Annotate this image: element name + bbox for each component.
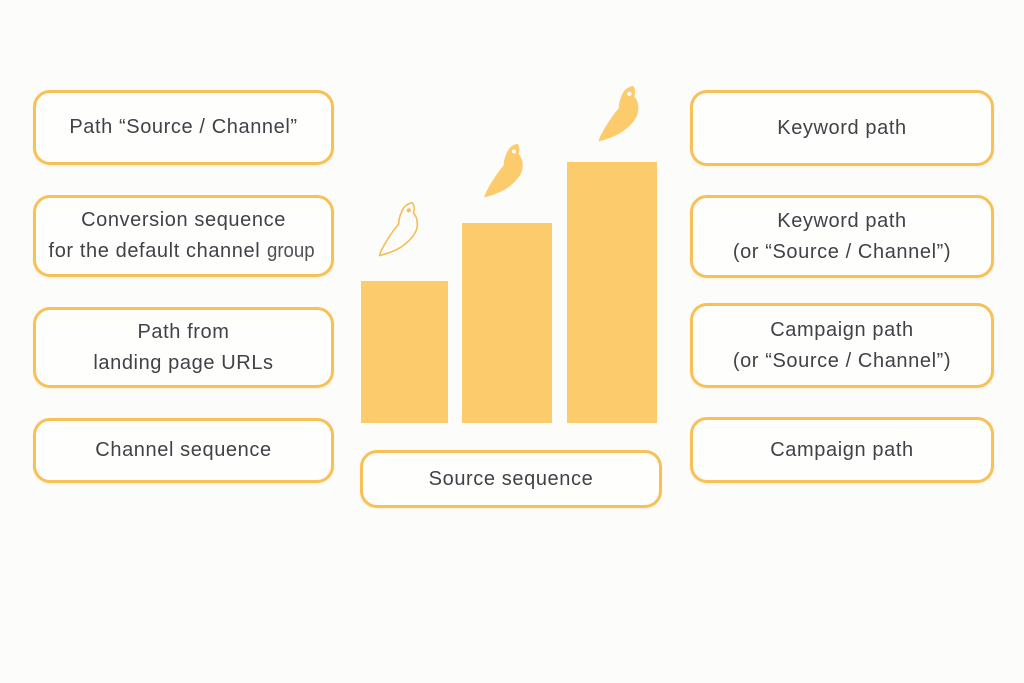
chart-bar-medium xyxy=(462,223,552,423)
box-label-line2: for the default channel group xyxy=(49,236,319,267)
box-label: Keyword path xyxy=(777,209,907,232)
box-label: Source sequence xyxy=(428,467,594,490)
box-label-part: for the default channel xyxy=(48,240,261,262)
chart-bar-small xyxy=(361,281,448,423)
box-conversion-sequence: Conversion sequence for the default chan… xyxy=(33,195,334,277)
box-label: Campaign path xyxy=(770,438,914,461)
box-label-line2: (or “Source / Channel”) xyxy=(732,240,952,263)
box-label-line2: (or “Source / Channel”) xyxy=(732,349,952,372)
box-path-source-channel: Path “Source / Channel” xyxy=(33,90,334,165)
box-label: Path from xyxy=(137,320,230,343)
bird-icon xyxy=(483,143,524,199)
box-label: Channel sequence xyxy=(95,439,272,461)
box-label: Path “Source / Channel” xyxy=(69,116,298,138)
bird-icon xyxy=(378,202,419,257)
box-label-part-alt: group xyxy=(267,240,315,262)
box-label: Conversion sequence xyxy=(81,209,286,231)
box-label: Campaign path xyxy=(770,318,914,341)
box-keyword-path: Keyword path xyxy=(690,90,994,166)
box-source-sequence: Source sequence xyxy=(360,450,662,508)
box-channel-sequence: Channel sequence xyxy=(33,418,334,483)
box-campaign-path: Campaign path xyxy=(690,417,994,483)
box-campaign-path-or-source-channel: Campaign path (or “Source / Channel”) xyxy=(690,303,994,388)
box-keyword-path-or-source-channel: Keyword path (or “Source / Channel”) xyxy=(690,195,994,278)
box-label-line2: landing page URLs xyxy=(93,351,274,374)
box-path-from-landing-page-urls: Path from landing page URLs xyxy=(33,307,334,388)
box-label: Keyword path xyxy=(777,116,907,139)
bird-icon xyxy=(597,85,640,143)
chart-bar-large xyxy=(567,162,657,423)
